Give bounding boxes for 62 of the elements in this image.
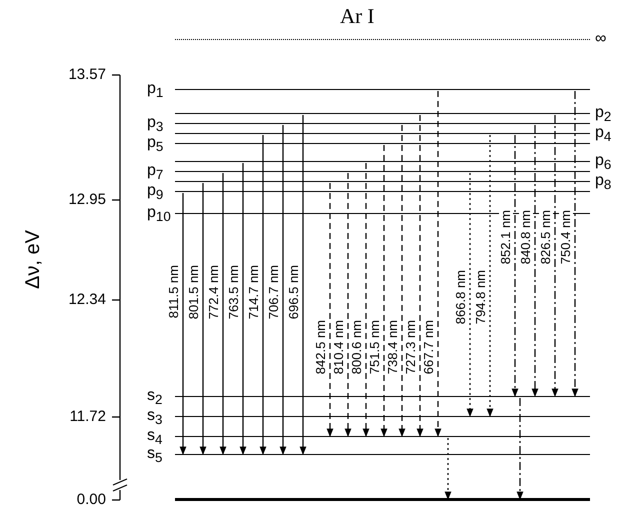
wavelength-label: 714.7 nm xyxy=(247,265,261,320)
transition-arrow xyxy=(220,173,226,455)
wavelength-label: 763.5 nm xyxy=(227,265,241,320)
wavelength-label: 738.4 nm xyxy=(386,320,400,374)
transition-arrow xyxy=(416,115,424,437)
transition-arrow xyxy=(240,163,246,455)
level-label: p$_{3}$ xyxy=(147,114,164,136)
transition-arrow xyxy=(516,398,524,500)
transition-arrow xyxy=(280,125,286,455)
level-label: p$_{8}$ xyxy=(595,172,612,194)
wavelength-label: 852.1 nm xyxy=(499,210,513,264)
transition-arrow xyxy=(434,91,442,437)
wavelength-label: 826.5 nm xyxy=(539,210,553,264)
level-label: ∞ xyxy=(595,30,606,48)
transition-arrow xyxy=(300,115,306,455)
tick-label: 0.00 xyxy=(76,492,106,508)
wavelength-label: 801.5 nm xyxy=(187,265,201,320)
diagram-title: Ar I xyxy=(340,4,374,29)
transition-arrow xyxy=(398,125,406,437)
transition-arrow xyxy=(444,438,452,500)
wavelength-label: 772.4 nm xyxy=(207,265,221,320)
level-label: p$_{5}$ xyxy=(147,134,164,156)
wavelength-label: 696.5 nm xyxy=(287,265,301,320)
level-label: s$_{3}$ xyxy=(147,407,162,430)
tick-label: 12.95 xyxy=(67,192,106,208)
level-label: p$_{7}$ xyxy=(147,162,164,184)
transition-arrow xyxy=(466,173,474,417)
transition-arrow xyxy=(180,193,186,455)
wavelength-label: 750.4 nm xyxy=(559,210,573,264)
tick-label: 11.72 xyxy=(68,409,106,425)
transition-arrow xyxy=(380,145,388,437)
wavelength-label: 794.8 nm xyxy=(474,270,488,324)
axis-title: Δν, eV xyxy=(22,230,45,289)
level-label: p$_{9}$ xyxy=(147,182,164,204)
transition-arrow xyxy=(200,183,206,455)
wavelength-label: 667.7 nm xyxy=(422,320,436,374)
level-label: p$_{1}$ xyxy=(147,80,164,102)
transition-arrow xyxy=(344,173,352,437)
transition-arrow xyxy=(260,135,266,455)
wavelength-label: 866.8 nm xyxy=(454,270,468,324)
wavelength-label: 842.5 nm xyxy=(314,320,328,374)
level-label: p$_{2}$ xyxy=(595,104,612,126)
wavelength-label: 840.8 nm xyxy=(519,210,533,264)
transition-arrow xyxy=(512,135,518,397)
wavelength-label: 810.4 nm xyxy=(332,320,346,374)
wavelength-label: 811.5 nm xyxy=(167,265,181,318)
transition-arrow xyxy=(362,163,370,437)
level-label: p$_{6}$ xyxy=(595,152,612,174)
wavelength-label: 751.5 nm xyxy=(368,320,382,374)
transition-arrow xyxy=(552,115,558,397)
wavelength-label: 727.3 nm xyxy=(404,320,418,374)
wavelength-label: 706.7 nm xyxy=(267,265,281,320)
tick-label: 13.57 xyxy=(67,67,106,83)
transition-arrow xyxy=(326,183,334,437)
transition-arrow xyxy=(486,135,494,417)
wavelength-label: 800.6 nm xyxy=(350,320,364,374)
level-label: s$_{2}$ xyxy=(147,387,162,410)
transition-arrow xyxy=(572,91,578,397)
level-label: p$_{4}$ xyxy=(595,124,612,146)
level-label: p$_{10}$ xyxy=(147,204,171,226)
tick-label: 12.34 xyxy=(67,292,106,308)
transition-arrow xyxy=(532,125,538,397)
